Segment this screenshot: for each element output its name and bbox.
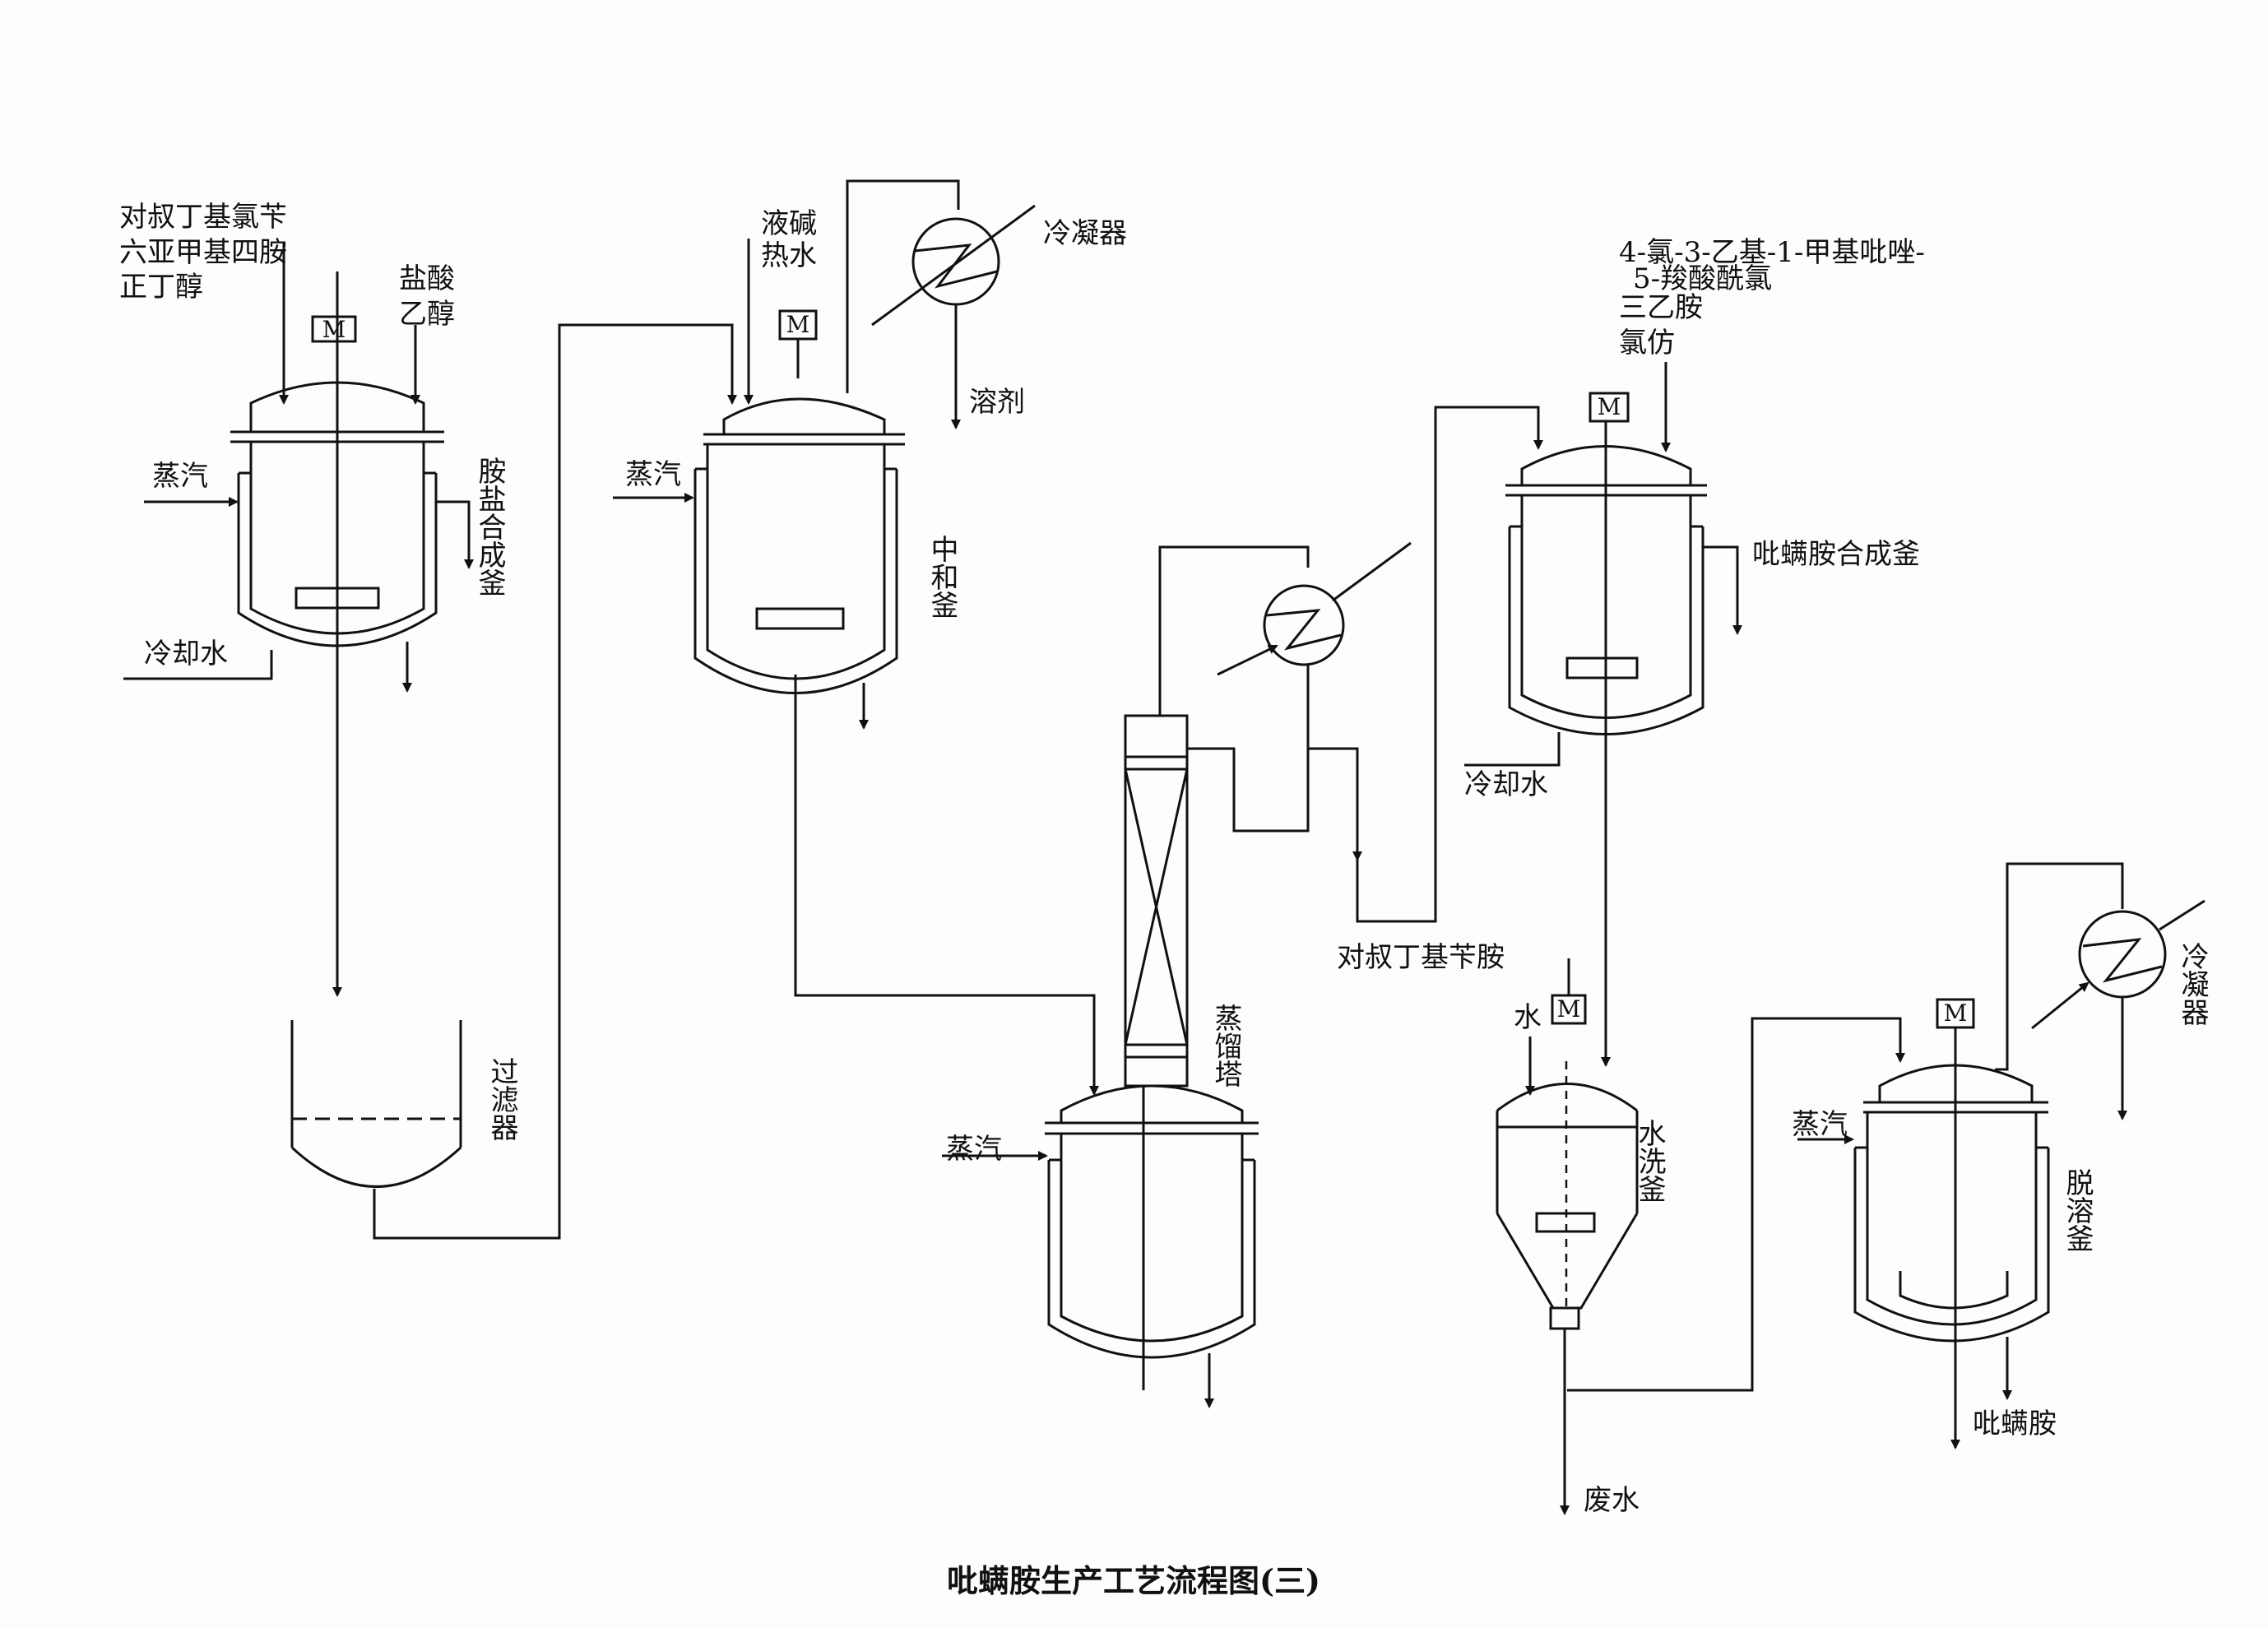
condenser-3 (2078, 910, 2167, 999)
feed-label-hcl: 盐酸 (399, 262, 455, 295)
motor-label: M (322, 316, 346, 343)
label-product: 吡螨胺 (1973, 1408, 2057, 1440)
cooling-water-label: 冷却水 (1464, 768, 1548, 801)
label-solvent: 溶剂 (969, 386, 1025, 419)
feed-label-acyl-chloride-1: 4-氯-3-乙基-1-甲基吡唑- (1619, 236, 1925, 269)
feed-label-n-butanol: 正丁醇 (119, 271, 203, 304)
condenser-1 (911, 217, 1000, 306)
feed-label-hot-water: 热水 (761, 239, 817, 272)
label-condenser-3: 冷凝器 (2176, 942, 2209, 1026)
distillation-tower (1124, 714, 1189, 1088)
feed-label-p-tert-butylbenzyl-chloride: 对叔丁基氯苄 (119, 201, 287, 234)
steam-label: 蒸汽 (1792, 1108, 1848, 1141)
motor-label: M (1598, 393, 1621, 420)
feed-label-chloroform: 氯仿 (1619, 327, 1675, 359)
feed-label-water: 水 (1514, 1001, 1542, 1034)
steam-label: 蒸汽 (625, 458, 681, 491)
label-distillation-tower: 蒸馏塔 (1209, 1004, 1242, 1088)
label-waste-water: 废水 (1584, 1484, 1640, 1517)
label-desolvent-tank: 脱溶釜 (2061, 1168, 2094, 1252)
diagram-title: 吡螨胺生产工艺流程图(三) (947, 1562, 1320, 1599)
motor-icon (1589, 392, 1630, 423)
feed-label-triethylamine: 三乙胺 (1619, 291, 1703, 324)
label-amine-salt-reactor: 胺盐合成釜 (473, 457, 506, 596)
motor-label: M (1557, 995, 1581, 1023)
motor-label: M (786, 311, 810, 338)
label-wash-tank: 水洗釜 (1633, 1119, 1666, 1203)
label-pyrimidifen-reactor-part1: 吡螨胺合成釜 (1752, 538, 1920, 571)
motor-icon (311, 315, 357, 343)
feed-label-acyl-chloride-2: 5-羧酸酰氯 (1633, 262, 1772, 295)
filter (290, 1020, 462, 1188)
label-filter: 过滤器 (485, 1057, 518, 1141)
steam-label: 蒸汽 (152, 460, 208, 493)
motor-label: M (1944, 1000, 1968, 1027)
cooling-water-label: 冷却水 (144, 638, 228, 670)
steam-label: 蒸汽 (946, 1133, 1002, 1166)
neutralizer: M (693, 309, 905, 694)
feed-label-hexamine: 六亚甲基四胺 (119, 236, 287, 269)
label-benzylamine: 对叔丁基苄胺 (1337, 941, 1505, 974)
feed-label-ethanol: 乙醇 (399, 298, 455, 331)
desolvent-tank: M (1853, 998, 2050, 1343)
label-condenser-1: 冷凝器 (1043, 217, 1127, 250)
wash-tank: M (1496, 994, 1639, 1330)
condenser-2 (1263, 584, 1345, 666)
label-neutralizer: 中和釜 (925, 535, 958, 619)
feed-label-liquid-alkali: 液碱 (761, 207, 817, 240)
distillation-kettle (1045, 1084, 1259, 1359)
